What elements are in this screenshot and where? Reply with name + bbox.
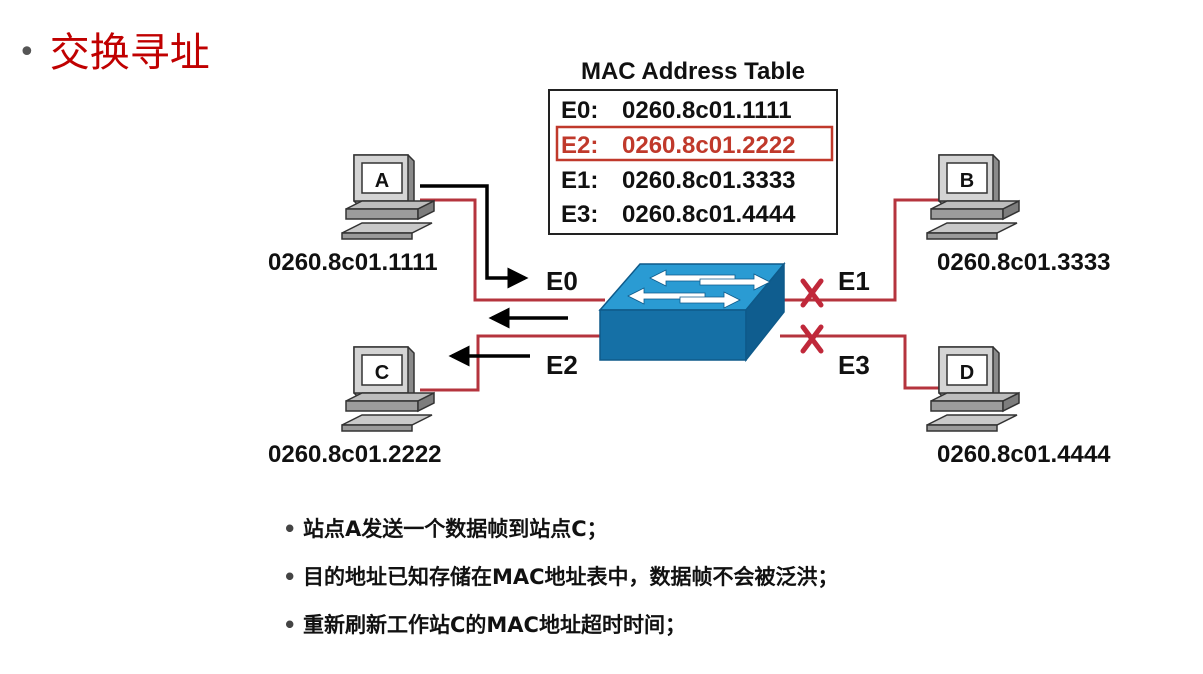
mac-entry-address: 0260.8c01.2222 xyxy=(622,132,796,159)
host-label-d: D xyxy=(960,362,974,384)
host-mac-c: 0260.8c01.2222 xyxy=(268,441,442,468)
host-mac-a: 0260.8c01.1111 xyxy=(268,249,438,276)
port-label-e0: E0 xyxy=(546,266,578,296)
link-a-e0 xyxy=(420,198,605,302)
note-text: 站点A发送一个数据帧到站点C； xyxy=(303,517,608,541)
host-label-c: C xyxy=(375,362,389,384)
port-label-e1: E1 xyxy=(838,266,870,296)
link-e3-d xyxy=(780,334,940,390)
host-label-a: A xyxy=(375,170,389,192)
mac-entry-port: E2: xyxy=(561,132,598,159)
computer-icon: C xyxy=(341,346,435,432)
x-icon xyxy=(803,327,821,351)
title-text: 交换寻址 xyxy=(49,30,210,76)
link-c-e2 xyxy=(420,334,605,392)
title-bullet: • xyxy=(18,35,36,70)
slide-title: • 交换寻址 xyxy=(18,26,210,80)
host-label-b: B xyxy=(960,170,974,192)
mac-entry-port: E1: xyxy=(561,167,598,194)
host-mac-b: 0260.8c01.3333 xyxy=(937,249,1111,276)
link-e1-b xyxy=(780,198,940,302)
mac-entry-address: 0260.8c01.4444 xyxy=(622,201,796,228)
mac-entry-port: E0: xyxy=(561,97,598,124)
computer-icon: D xyxy=(926,346,1020,432)
port-label-e3: E3 xyxy=(838,350,870,380)
network-diagram: MAC Address Table E0: 0260.8c01.1111 E2:… xyxy=(268,58,1111,468)
list-item: •目的地址已知存储在MAC地址表中，数据帧不会被泛洪； xyxy=(283,565,839,589)
list-item: •重新刷新工作站C的MAC地址超时时间； xyxy=(283,613,686,637)
note-text: 重新刷新工作站C的MAC地址超时时间； xyxy=(303,613,686,637)
host-mac-d: 0260.8c01.4444 xyxy=(937,441,1111,468)
computer-icon: B xyxy=(926,154,1020,240)
note-text: 目的地址已知存储在MAC地址表中，数据帧不会被泛洪； xyxy=(303,565,839,589)
mac-entry-address: 0260.8c01.1111 xyxy=(622,97,792,124)
computer-icon: A xyxy=(341,154,435,240)
port-label-e2: E2 xyxy=(546,350,578,380)
notes-list: •站点A发送一个数据帧到站点C； •目的地址已知存储在MAC地址表中，数据帧不会… xyxy=(283,516,839,660)
frame-path-arrow xyxy=(420,184,529,289)
mac-entry-port: E3: xyxy=(561,201,598,228)
mac-table-highlight xyxy=(555,125,834,162)
mac-table-box xyxy=(548,89,838,235)
mac-entry-address: 0260.8c01.3333 xyxy=(622,167,796,194)
switch-icon xyxy=(598,261,786,363)
list-item: •站点A发送一个数据帧到站点C； xyxy=(283,517,608,541)
mac-table-heading: MAC Address Table xyxy=(581,58,805,85)
